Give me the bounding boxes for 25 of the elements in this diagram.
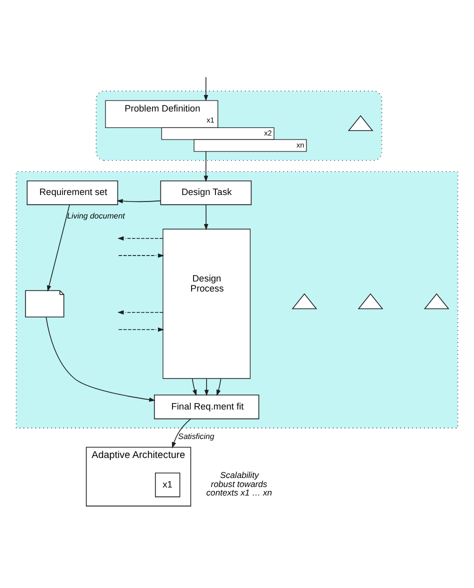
arrow <box>204 378 209 396</box>
arrow <box>46 204 70 292</box>
arrow <box>117 310 164 315</box>
node-box: x1 <box>154 472 180 498</box>
arrow <box>118 253 164 258</box>
arrow <box>216 378 222 396</box>
node-box: Design Task <box>160 180 252 206</box>
arrow <box>46 316 156 402</box>
cluster <box>16 171 458 428</box>
arrow <box>192 378 197 396</box>
node-triangle <box>424 293 450 310</box>
node-box: Requirement set <box>26 180 118 206</box>
node-box: Final Req.ment fit <box>154 394 260 420</box>
arrow <box>116 199 161 204</box>
arrow <box>172 418 191 448</box>
arrow <box>204 204 208 230</box>
arrow <box>118 327 164 332</box>
arrow <box>117 236 164 241</box>
node-label: Scalability robust towards contexts x1 … xn <box>206 470 272 498</box>
arrow <box>204 76 208 102</box>
node-triangle <box>292 293 318 310</box>
arrow <box>204 150 208 182</box>
node-triangle <box>348 115 374 132</box>
cluster <box>96 90 382 161</box>
node-triangle <box>358 293 384 310</box>
